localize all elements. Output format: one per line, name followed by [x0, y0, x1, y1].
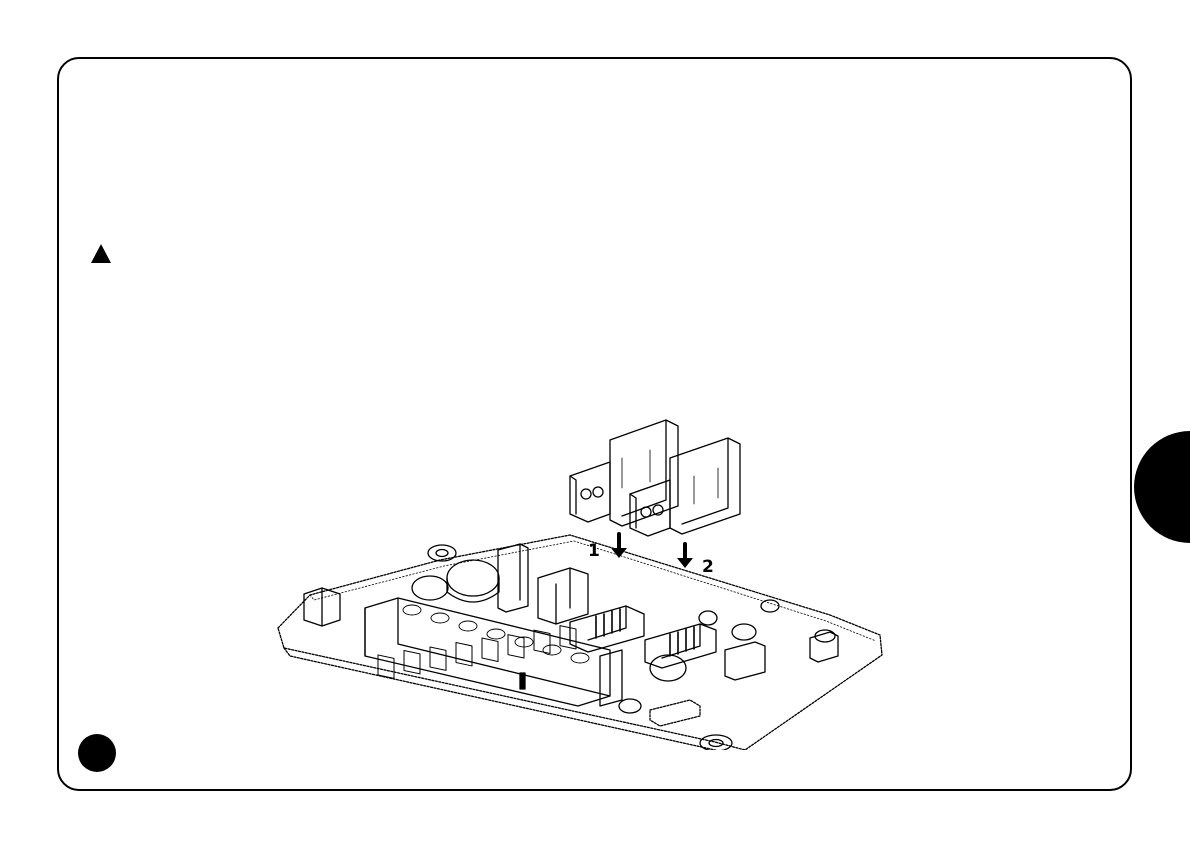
section-tab	[1134, 431, 1190, 543]
step-1-arrow	[611, 534, 627, 558]
circuit-board-illustration: 1 2	[270, 410, 890, 750]
step-1-label: 1	[588, 541, 600, 561]
plug-in-module-1	[570, 420, 678, 526]
page-marker-icon	[78, 734, 116, 772]
step-2-arrow	[677, 544, 693, 568]
control-board	[278, 535, 882, 750]
step-2-label: 2	[702, 557, 714, 577]
warning-triangle-icon	[90, 243, 112, 265]
plug-in-module-2	[630, 438, 740, 536]
